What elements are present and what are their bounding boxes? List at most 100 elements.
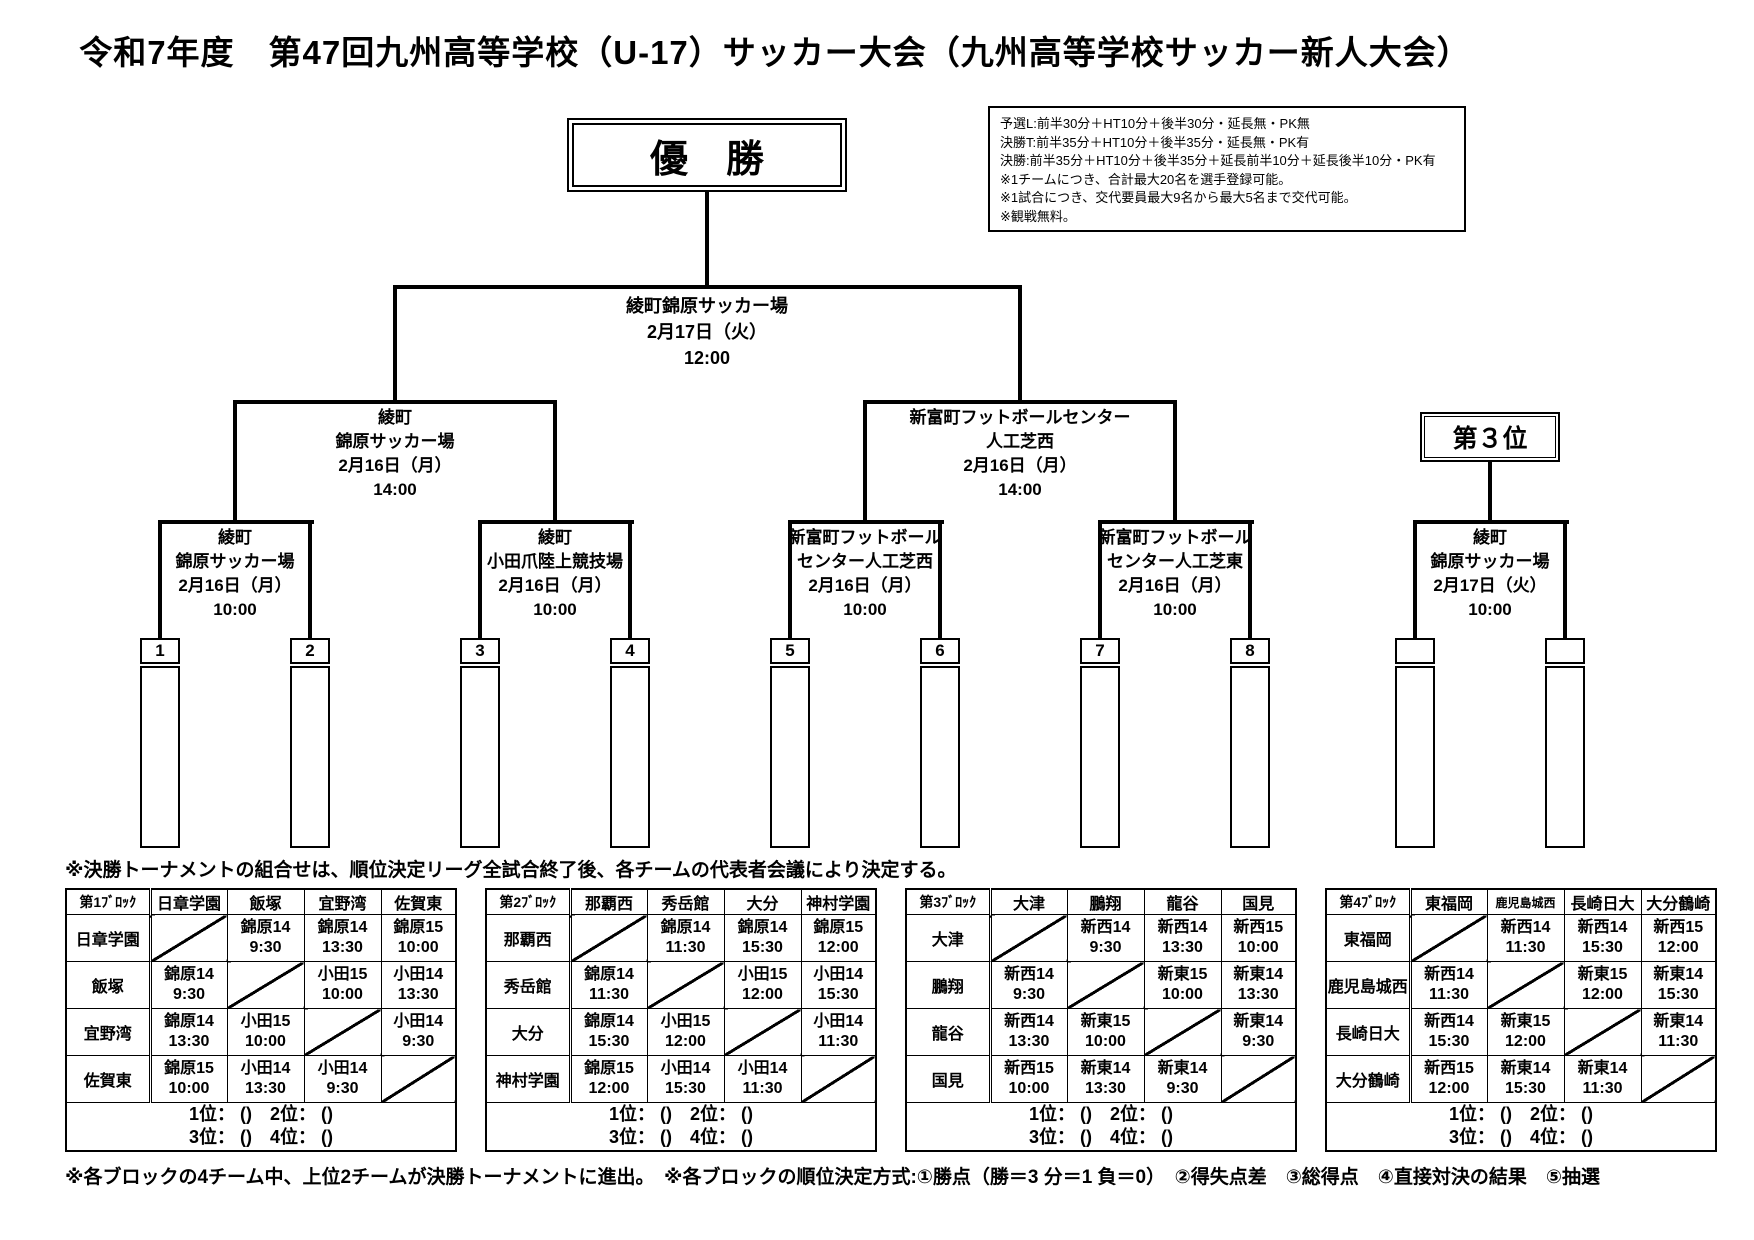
match-venue: 小田15 [737, 966, 788, 983]
page-title: 令和7年度 第47回九州高等学校（U-17）サッカー大会（九州高等学校サッカー新… [79, 34, 1471, 71]
column-team-name: 秀岳館 [646, 888, 725, 915]
match-venue: 新西14 [1577, 919, 1628, 936]
bracket-slot-6: 6 [920, 638, 960, 848]
match-info-line: 綾町 [538, 528, 572, 547]
match-venue: 錦原14 [584, 966, 634, 983]
match-info-line: 新富町フットボール [1098, 528, 1252, 547]
ranking-row: 1位： () 2位： ()3位： () 4位： () [65, 1102, 457, 1151]
bracket-slot-5: 5 [770, 638, 810, 848]
ranking-row: 1位： () 2位： ()3位： () 4位： () [485, 1102, 877, 1151]
match-venue: 新西14 [1424, 1013, 1474, 1030]
bracket-line [1248, 520, 1252, 640]
bracket-line [308, 520, 312, 640]
column-team-name: 大津 [989, 888, 1068, 915]
match-venue: 小田15 [240, 1013, 291, 1030]
match-time: 12:00 [1505, 1033, 1546, 1050]
block-label: 第1ﾌﾞﾛｯｸ [65, 888, 152, 915]
match-venue: 新東15 [1500, 1013, 1551, 1030]
bracket-line [1413, 520, 1417, 640]
diagonal-cell [1640, 1055, 1717, 1103]
row-team-name: 佐賀東 [65, 1055, 152, 1103]
bracket-line [478, 520, 482, 640]
row-team-name: 鵬翔 [905, 961, 992, 1009]
team-slot-box [140, 666, 180, 848]
match-cell: 小田15 10:00 [226, 1008, 305, 1056]
diagonal-cell [1486, 961, 1565, 1009]
row-team-name: 大分 [485, 1008, 572, 1056]
match-venue: 錦原15 [584, 1060, 634, 1077]
rule-note-line: ※1試合につき、交代要員最大9名から最大5名まで交代可能。 [1000, 190, 1357, 205]
match-info-line: 2月16日（月） [498, 576, 612, 595]
row-team-name: 日章学園 [65, 914, 152, 962]
ranking-line: 3位： () 4位： () [609, 1127, 753, 1148]
row-team-name: 大津 [905, 914, 992, 962]
slot-number: 4 [610, 638, 650, 664]
team-slot-box [920, 666, 960, 848]
match-time: 10:00 [245, 1033, 286, 1050]
match-venue: 新西15 [1004, 1060, 1054, 1077]
diagonal-cell [800, 1055, 877, 1103]
column-team-name: 鹿児島城西 [1486, 888, 1565, 915]
match-time: 13:30 [1008, 1033, 1050, 1050]
match-venue: 錦原14 [660, 919, 711, 936]
match-time: 9:30 [1012, 986, 1046, 1003]
column-team-name: 日章学園 [149, 888, 228, 915]
match-info-line: 綾町 [1473, 528, 1507, 547]
row-team-name: 東福岡 [1325, 914, 1412, 962]
slot-number: 5 [770, 638, 810, 664]
match-info-line: 新富町フットボールセンター [909, 408, 1131, 427]
match-venue: 錦原14 [584, 1013, 634, 1030]
match-info-line: センター人工芝東 [1107, 552, 1243, 571]
match-info-line: 錦原サッカー場 [175, 552, 295, 571]
match-venue: 新東14 [1233, 1013, 1284, 1030]
match-venue: 新東14 [1500, 1060, 1551, 1077]
match-info-line: 2月16日（月） [178, 576, 292, 595]
diagonal-cell [1220, 1055, 1297, 1103]
slot-number [1545, 638, 1585, 664]
ranking-line: 3位： () 4位： () [1449, 1127, 1593, 1148]
match-time: 15:30 [817, 986, 859, 1003]
match-time: 12:00 [817, 939, 859, 956]
match-time: 11:30 [742, 1080, 783, 1097]
column-team-name: 大分 [723, 888, 802, 915]
match-info-line: 10:00 [533, 600, 577, 619]
column-team-name: 那覇西 [569, 888, 648, 915]
match-time: 10:00 [1008, 1080, 1050, 1097]
match-venue: 錦原15 [164, 1060, 214, 1077]
match-time: 10:00 [397, 939, 439, 956]
match-time: 15:30 [1505, 1080, 1546, 1097]
match-time: 12:00 [1657, 939, 1699, 956]
match-time: 12:00 [742, 986, 783, 1003]
match-venue: 小田14 [393, 1013, 444, 1030]
match-venue: 小田14 [317, 1060, 368, 1077]
bracket-slot-third-left [1395, 638, 1435, 848]
match-time: 9:30 [172, 986, 206, 1003]
match-time: 9:30 [1166, 1080, 1199, 1097]
ranking-row: 1位： () 2位： ()3位： () 4位： () [905, 1102, 1297, 1151]
match-cell: 新西15 10:00 [989, 1055, 1068, 1103]
match-cell: 小田14 11:30 [723, 1055, 802, 1103]
match-time: 10:00 [1237, 939, 1279, 956]
slot-number: 8 [1230, 638, 1270, 664]
column-team-name: 大分鶴崎 [1640, 888, 1717, 915]
match-venue: 新東14 [1653, 1013, 1704, 1030]
bracket-line [1563, 520, 1567, 640]
match-venue: 小田14 [737, 1060, 788, 1077]
column-team-name: 神村学園 [800, 888, 877, 915]
diagonal-cell [226, 961, 305, 1009]
